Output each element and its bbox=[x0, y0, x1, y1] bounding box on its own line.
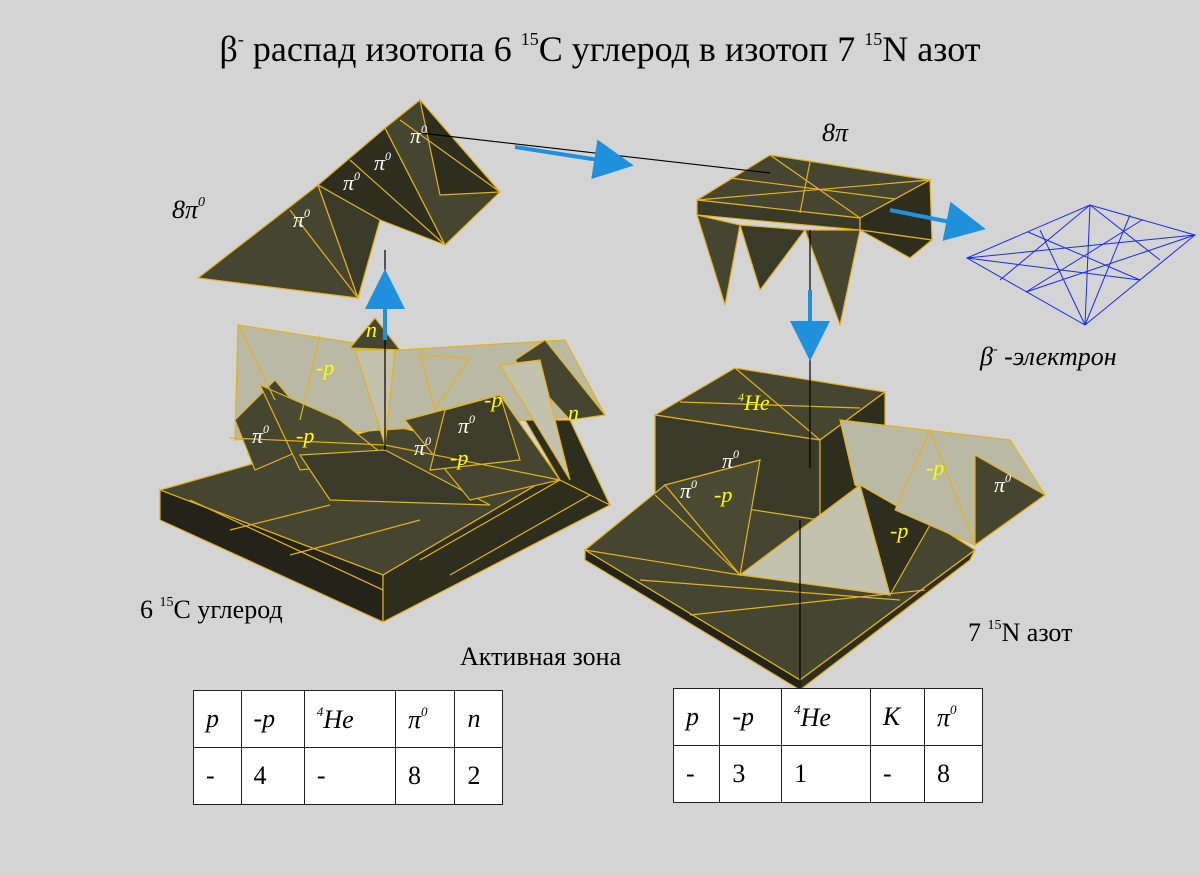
table-header-cell: K bbox=[870, 689, 924, 746]
table-header-cell: 4He bbox=[304, 691, 395, 748]
table-header-cell: -p bbox=[241, 691, 304, 748]
header-text: n bbox=[467, 704, 480, 733]
header-text: -p bbox=[732, 702, 754, 731]
antiproton-tag: -p bbox=[484, 387, 502, 412]
neutral-pions-group-model bbox=[198, 100, 500, 298]
table-header-cell: p bbox=[194, 691, 242, 748]
table-cell: - bbox=[194, 748, 242, 805]
table-cell: 8 bbox=[924, 746, 982, 803]
table-cell: 8 bbox=[395, 748, 454, 805]
charged-pions-label: 8π bbox=[822, 118, 848, 148]
header-text: π bbox=[937, 703, 950, 732]
table-cell: 3 bbox=[720, 746, 782, 803]
antiproton-tag: -p bbox=[890, 518, 908, 543]
antiproton-tag: -p bbox=[450, 445, 468, 470]
superscript: 0 bbox=[421, 704, 428, 719]
active-zone-label: Активная зона bbox=[460, 642, 621, 672]
table-header-cell: -p bbox=[720, 689, 782, 746]
table-header-cell: 4He bbox=[782, 689, 871, 746]
table-cell: - bbox=[674, 746, 720, 803]
antiproton-tag: -p bbox=[296, 423, 314, 448]
beta-electron-wireframe bbox=[967, 205, 1195, 325]
table-cell: 4 bbox=[241, 748, 304, 805]
header-text: K bbox=[883, 702, 900, 731]
table-header-cell: π0 bbox=[395, 691, 454, 748]
table-cell: - bbox=[870, 746, 924, 803]
table-header-cell: n bbox=[455, 691, 503, 748]
header-text: He bbox=[801, 703, 831, 732]
antiproton-tag: -p bbox=[714, 482, 732, 507]
table-cell: - bbox=[304, 748, 395, 805]
header-text: He bbox=[323, 705, 353, 734]
neutral-pions-label: 8π0 bbox=[172, 195, 205, 225]
antiproton-tag: -p bbox=[926, 455, 944, 480]
header-text: p bbox=[206, 704, 219, 733]
antiproton-tag: -p bbox=[316, 355, 334, 380]
header-text: π bbox=[408, 705, 421, 734]
table-cell: 2 bbox=[455, 748, 503, 805]
superscript: 0 bbox=[950, 702, 957, 717]
table-header-cell: p bbox=[674, 689, 720, 746]
table-cell: 1 bbox=[782, 746, 871, 803]
charged-pions-group-model bbox=[697, 155, 932, 325]
carbon-label: 6 15C углерод bbox=[140, 595, 283, 625]
header-text: -p bbox=[254, 704, 276, 733]
beta-electron-label: β- -электрон bbox=[980, 342, 1117, 372]
table-header-cell: π0 bbox=[924, 689, 982, 746]
page-title: β- распад изотопа 6 15C углерод в изотоп… bbox=[0, 28, 1200, 70]
nitrogen-label: 7 15N азот bbox=[968, 618, 1072, 648]
neutron-tag: n bbox=[568, 400, 579, 425]
neutron-tag: n bbox=[366, 317, 377, 342]
header-text: p bbox=[686, 702, 699, 731]
